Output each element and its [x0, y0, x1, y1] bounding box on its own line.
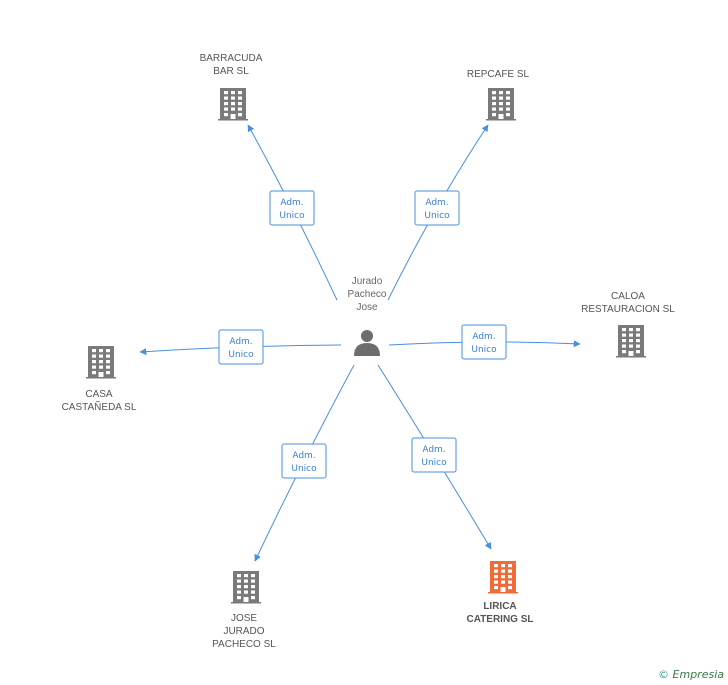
- building-icon-casa[interactable]: [86, 346, 116, 379]
- building-icon-caloa[interactable]: [616, 325, 646, 358]
- relation-role-line1: Adm.: [229, 337, 252, 347]
- relation-role-line1: Adm.: [280, 198, 303, 208]
- relation-role-line1: Adm.: [292, 451, 315, 461]
- building-icon-repcafe[interactable]: [486, 88, 516, 121]
- person-icon[interactable]: [354, 330, 380, 356]
- relation-role-line2: Unico: [424, 211, 450, 221]
- building-icon-jose[interactable]: [231, 571, 261, 604]
- relation-label-barracuda[interactable]: Adm. Unico: [269, 190, 315, 226]
- relation-label-jose[interactable]: Adm. Unico: [281, 443, 327, 479]
- relation-role-line2: Unico: [228, 350, 254, 360]
- watermark: © Empresia: [658, 668, 724, 681]
- relation-role-line1: Adm.: [472, 332, 495, 342]
- relation-label-lirica[interactable]: Adm. Unico: [411, 437, 457, 473]
- company-label-repcafe: REPCAFE SL: [466, 69, 530, 80]
- brand-name: Empresia: [672, 668, 724, 681]
- building-icon-lirica[interactable]: [488, 561, 518, 594]
- relation-role-line2: Unico: [471, 345, 497, 355]
- edges-layer: Adm.UnicoAdm.UnicoAdm.UnicoAdm.UnicoAdm.…: [139, 124, 581, 562]
- relation-label-caloa[interactable]: Adm. Unico: [461, 324, 507, 360]
- copyright-symbol: ©: [658, 668, 670, 681]
- relation-role-line1: Adm.: [425, 198, 448, 208]
- relation-label-repcafe[interactable]: Adm. Unico: [414, 190, 460, 226]
- relation-role-line2: Unico: [421, 458, 447, 468]
- relation-role-line1: Adm.: [422, 445, 445, 455]
- building-icon-barracuda[interactable]: [218, 88, 248, 121]
- relation-role-line2: Unico: [291, 464, 317, 474]
- relation-label-casa[interactable]: Adm. Unico: [218, 329, 264, 365]
- nodes-layer: [86, 88, 646, 604]
- relation-role-line2: Unico: [279, 211, 305, 221]
